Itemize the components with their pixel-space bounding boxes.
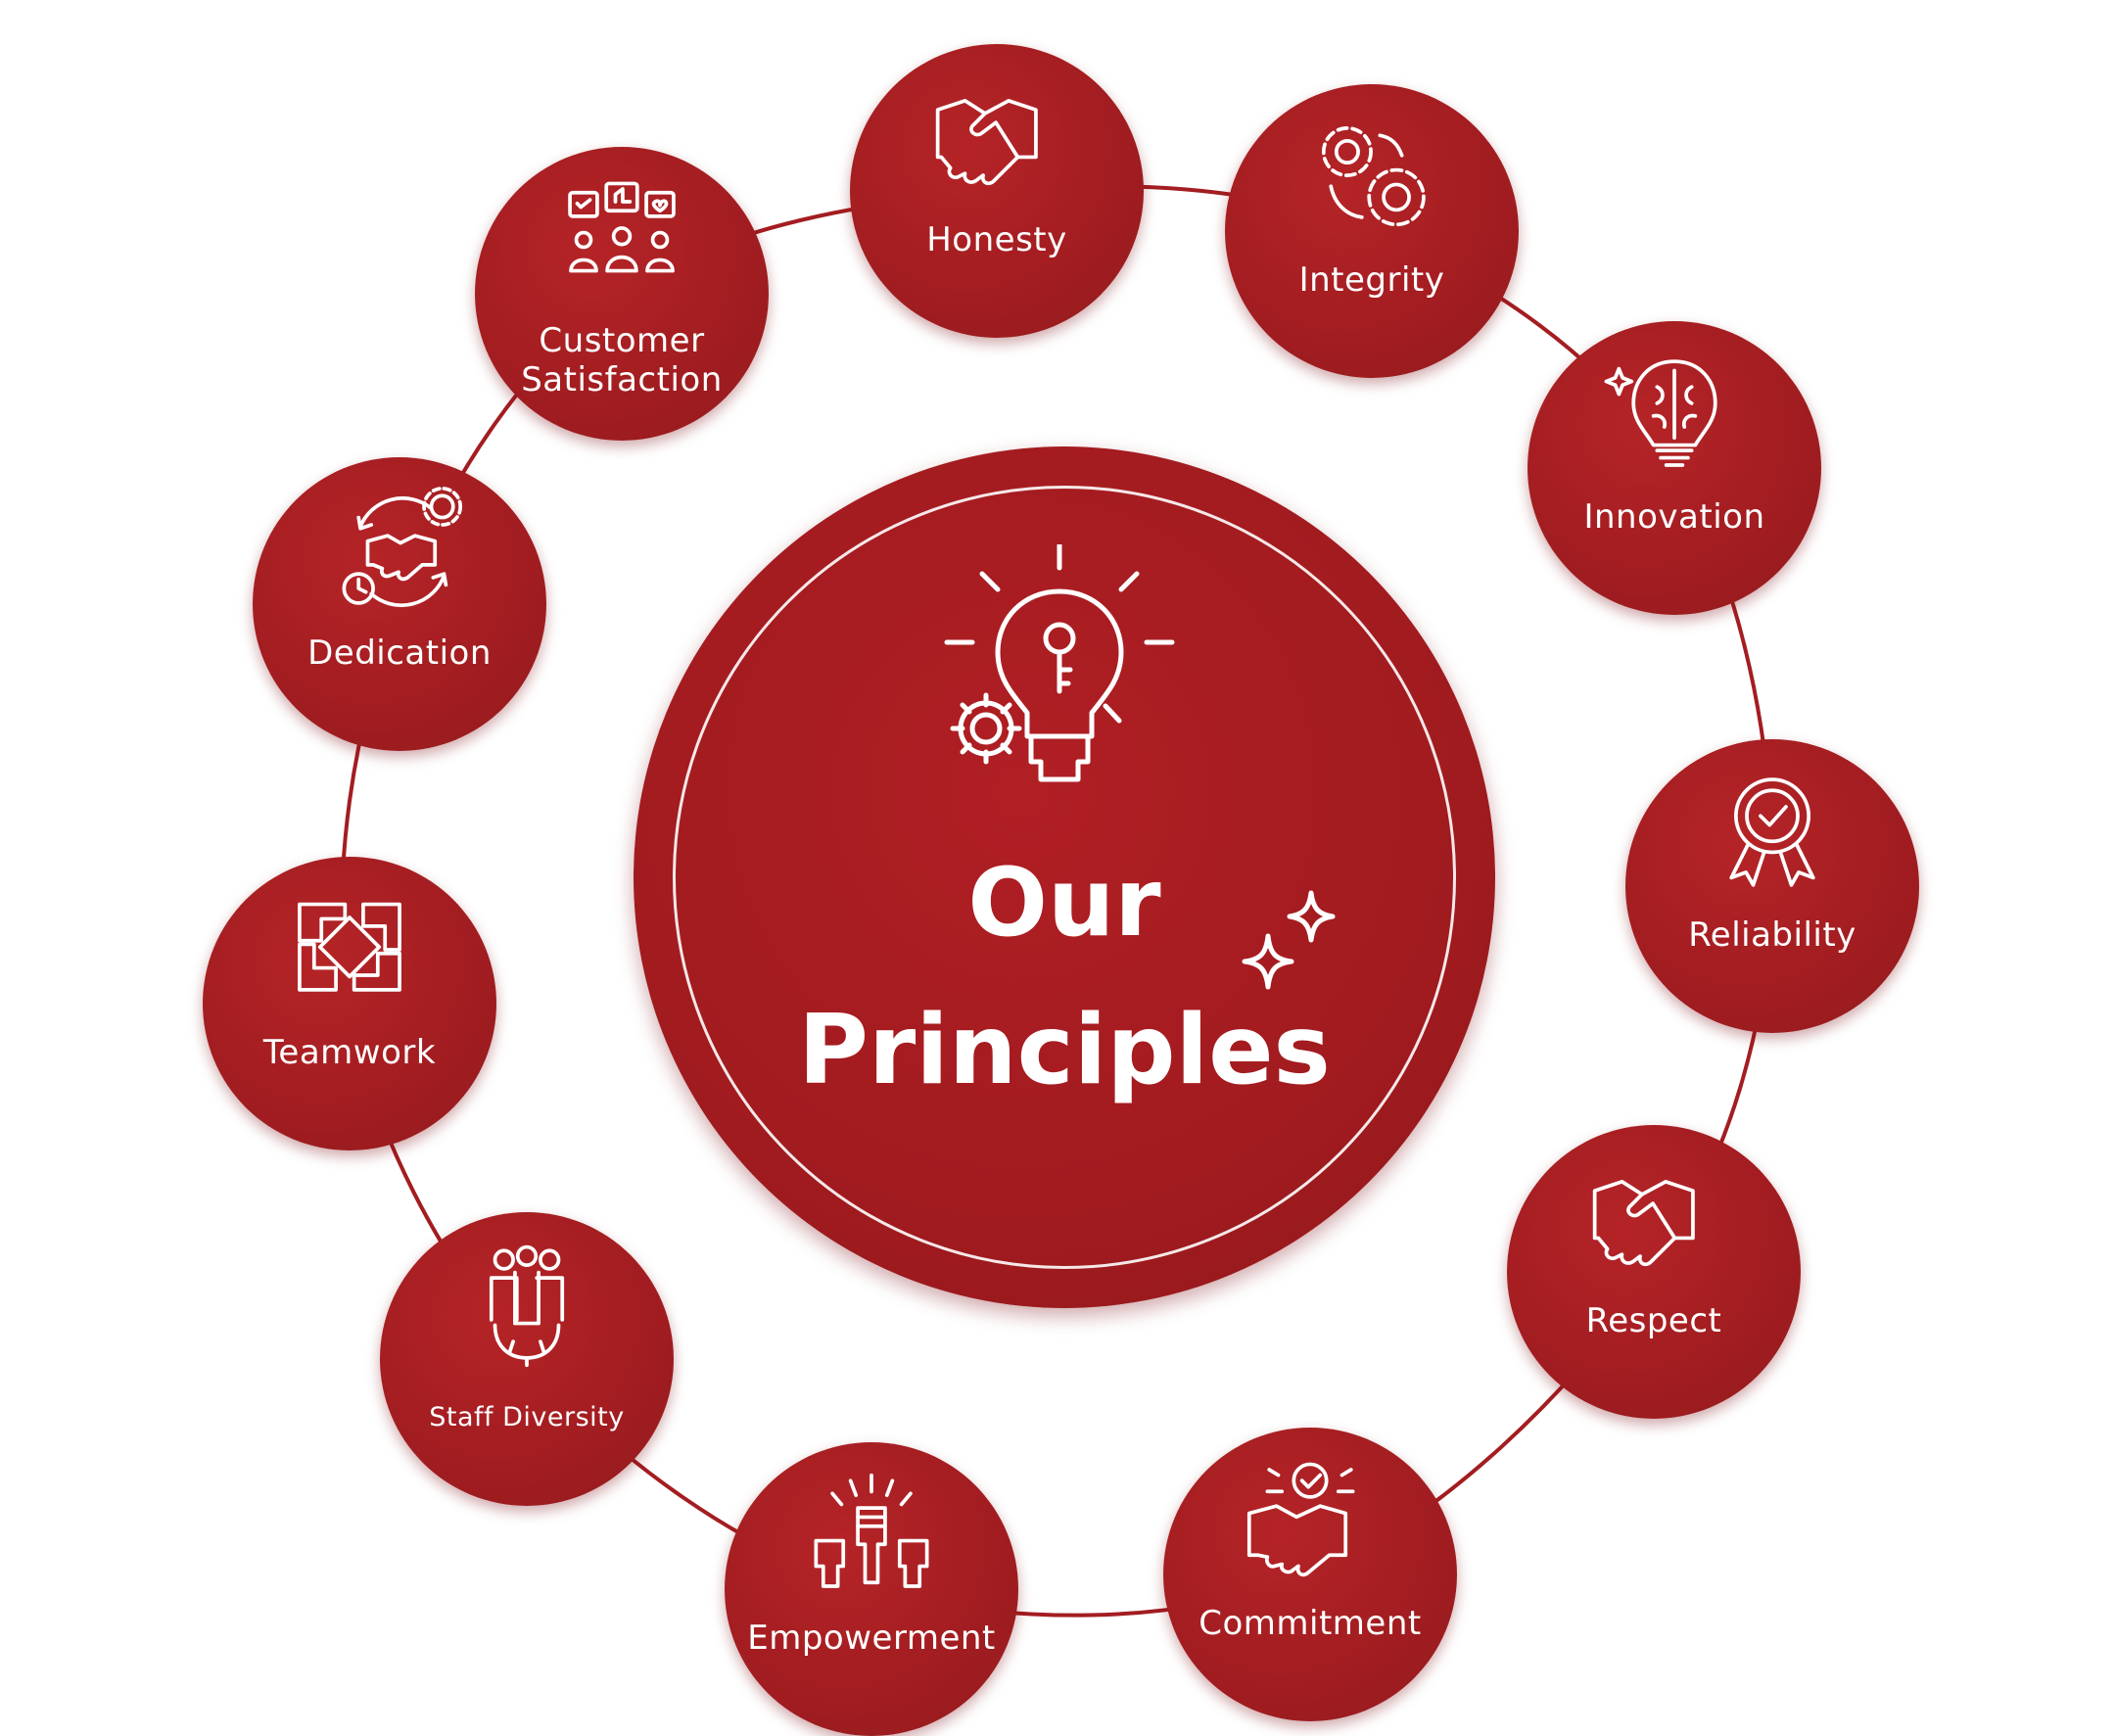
principle-label: Customer Satisfaction xyxy=(521,321,723,399)
handshake-icon xyxy=(1592,1180,1695,1267)
people-gear-icon xyxy=(489,1244,565,1368)
principle-label: Reliability xyxy=(1688,915,1856,955)
center-circle: Our Principles xyxy=(634,446,1495,1308)
principle-label: Innovation xyxy=(1583,497,1765,537)
brain-bulb-icon xyxy=(1604,359,1717,467)
principle-integrity: Integrity xyxy=(1225,84,1519,378)
center-inner-ring xyxy=(673,486,1456,1269)
principle-customer-satisfaction: Customer Satisfaction xyxy=(475,147,769,441)
handshake-check-icon xyxy=(1246,1462,1355,1577)
principle-label: Staff Diversity xyxy=(429,1402,625,1432)
gears-icon xyxy=(1321,126,1426,227)
principle-label: Teamwork xyxy=(262,1033,437,1072)
principle-label: Respect xyxy=(1585,1301,1722,1340)
title-our: Our xyxy=(967,848,1161,958)
principle-commitment: Commitment xyxy=(1163,1428,1457,1721)
principle-teamwork: Teamwork xyxy=(203,857,496,1150)
principle-reliability: Reliability xyxy=(1625,739,1919,1033)
principle-innovation: Innovation xyxy=(1528,321,1821,615)
principle-label: Commitment xyxy=(1198,1604,1422,1643)
principle-empowerment: Empowerment xyxy=(725,1442,1018,1736)
handshake-cycle-icon xyxy=(342,487,463,608)
raised-fists-icon xyxy=(814,1473,929,1588)
hands-together-icon xyxy=(298,902,401,992)
principle-label: Integrity xyxy=(1298,260,1445,300)
award-badge-icon xyxy=(1729,777,1815,887)
customer-feedback-icon xyxy=(568,181,676,273)
title-principles: Principles xyxy=(798,995,1331,1106)
principle-respect: Respect xyxy=(1507,1125,1801,1419)
sparkle-icon xyxy=(1242,890,1336,990)
principle-staff-diversity: Staff Diversity xyxy=(380,1212,674,1506)
lightbulb-key-gear-icon xyxy=(944,544,1175,782)
principle-label: Empowerment xyxy=(747,1619,996,1658)
principle-label: Dedication xyxy=(307,633,492,673)
handshake-icon xyxy=(935,99,1038,186)
principle-dedication: Dedication xyxy=(253,457,546,751)
principle-honesty: Honesty xyxy=(850,44,1144,338)
principle-label: Honesty xyxy=(926,220,1067,259)
